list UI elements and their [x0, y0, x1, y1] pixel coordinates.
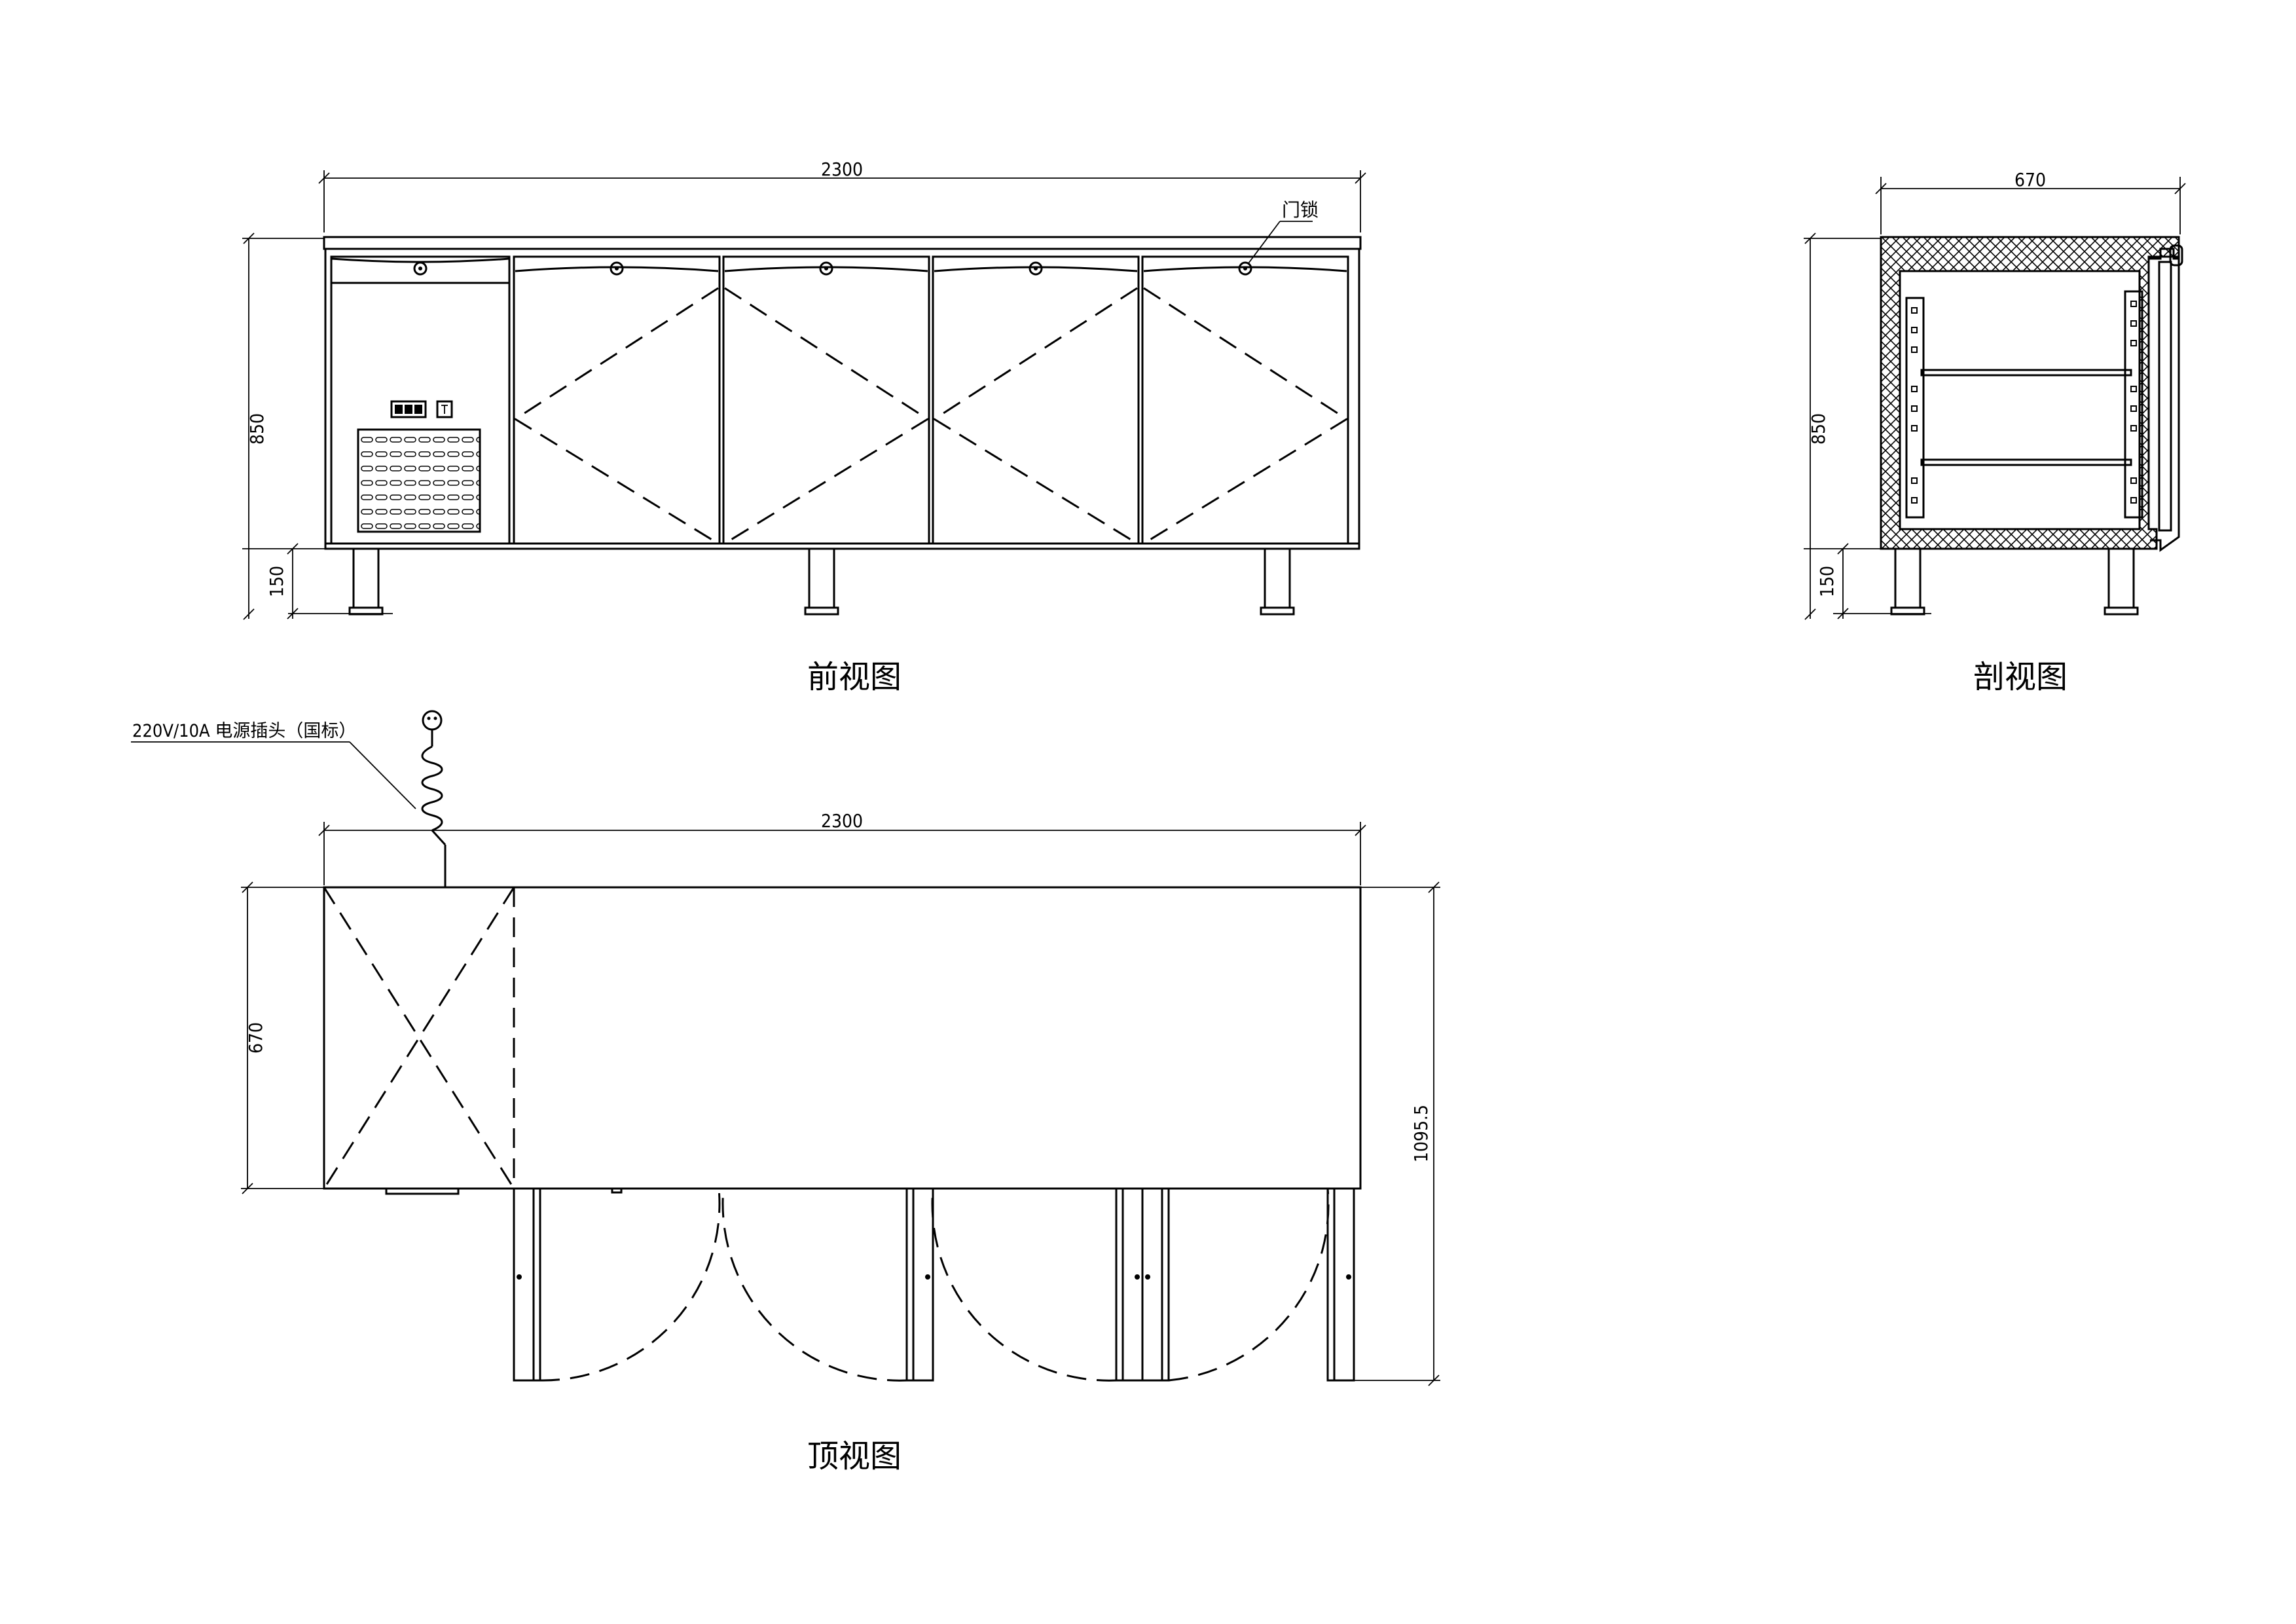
lock-label: 门锁 [1282, 199, 1319, 221]
section-height-label: 850 [1808, 413, 1829, 445]
top-door-3 [931, 1187, 1144, 1382]
front-width-label: 2300 [821, 158, 863, 180]
shelf-rails [1905, 290, 2143, 519]
lock-icon [1029, 261, 1043, 276]
lock-icon [1238, 261, 1252, 276]
front-height-dimension: 850 150 [242, 232, 393, 620]
front-cabinet-body [324, 248, 1360, 550]
top-total-depth-label: 1095.5 [1410, 1105, 1432, 1162]
top-doors-open [513, 1187, 1355, 1382]
front-height-label: 850 [246, 413, 268, 445]
top-door-1 [513, 1187, 721, 1382]
top-cabinet-outline [323, 886, 1362, 1190]
temperature-controller [390, 400, 453, 418]
front-view: 2300 850 150 [242, 158, 1366, 695]
front-door-3 [932, 255, 1140, 545]
door-profile [2149, 244, 2183, 552]
top-width-label: 2300 [821, 810, 863, 832]
insulation-shell [1880, 236, 2180, 550]
front-doors [513, 255, 1349, 545]
plug-icon [422, 710, 443, 731]
section-depth-label: 670 [2014, 169, 2046, 191]
front-view-title: 前视图 [807, 659, 902, 695]
section-legs [1890, 547, 2139, 616]
top-depth-label: 670 [245, 1022, 266, 1054]
section-depth-dimension: 670 [1875, 169, 2186, 234]
top-view: 2300 670 1095.5 [131, 710, 1440, 1475]
section-view: 670 850 150 [1804, 169, 2186, 695]
section-view-title: 剖视图 [1973, 659, 2068, 695]
top-width-dimension: 2300 [318, 810, 1366, 885]
front-width-dimension: 2300 [318, 158, 1366, 232]
front-door-4 [1141, 255, 1349, 545]
top-view-title: 顶视图 [807, 1438, 902, 1475]
front-door-2 [722, 255, 930, 545]
top-total-depth-dimension: 1095.5 [1354, 881, 1440, 1386]
lock-icon [610, 261, 624, 276]
section-leg-label: 150 [1816, 566, 1838, 597]
shelf-lower [1920, 458, 2132, 466]
coiled-cord [421, 745, 443, 832]
vent-grille [357, 428, 481, 533]
shelf-upper [1920, 369, 2132, 377]
power-plug: 220V/10A 电源插头（国标） [131, 710, 446, 887]
lock-callout: 门锁 [1248, 199, 1319, 264]
top-door-5 [1326, 1187, 1355, 1382]
front-worktop [323, 236, 1362, 250]
top-door-2 [721, 1187, 934, 1382]
front-door-1 [513, 255, 721, 545]
compressor-compartment [330, 255, 511, 545]
front-legs [348, 547, 1295, 616]
top-door-4 [1141, 1187, 1330, 1382]
plug-label: 220V/10A 电源插头（国标） [132, 721, 356, 741]
lock-icon [413, 261, 428, 276]
front-leg-label: 150 [266, 566, 287, 597]
top-depth-dimension: 670 [241, 881, 324, 1194]
lock-icon [819, 261, 833, 276]
